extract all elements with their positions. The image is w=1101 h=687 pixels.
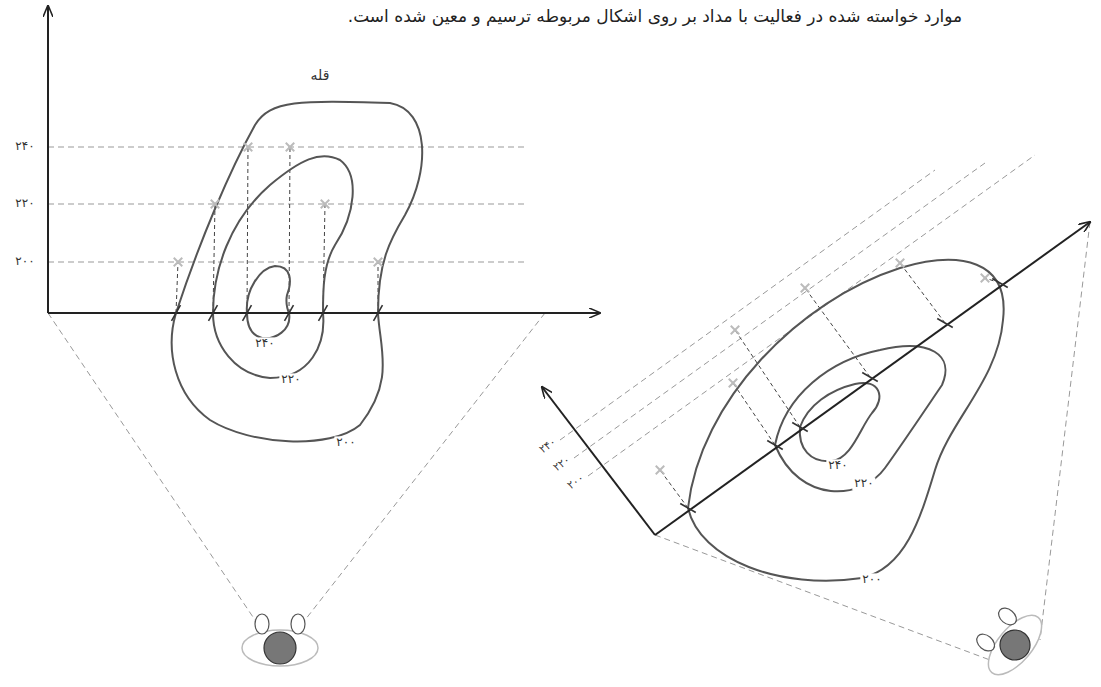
- contour-value: ۲۲۰: [279, 373, 302, 386]
- contour-value: ۲۴۰: [826, 459, 849, 472]
- axis-value: ۲۴۰: [13, 140, 36, 153]
- observer-icon: [966, 596, 1051, 684]
- axis-value: ۲۲۰: [551, 454, 572, 474]
- axis-value: ۲۲۰: [13, 197, 36, 210]
- contour-value: ۲۰۰: [334, 436, 357, 449]
- axis-value: ۲۴۰: [537, 436, 558, 456]
- axis-value: ۲۰۰: [13, 255, 36, 268]
- contour-value: ۲۴۰: [253, 337, 276, 350]
- contour-value: ۲۰۰: [860, 573, 883, 586]
- axis-value: ۲۰۰: [565, 472, 586, 492]
- contour-value: ۲۲۰: [852, 477, 875, 490]
- observer-icon: [242, 614, 318, 666]
- peak-label: قله: [311, 68, 330, 83]
- caption-text: موارد خواسته شده در فعالیت با مداد بر رو…: [348, 7, 962, 26]
